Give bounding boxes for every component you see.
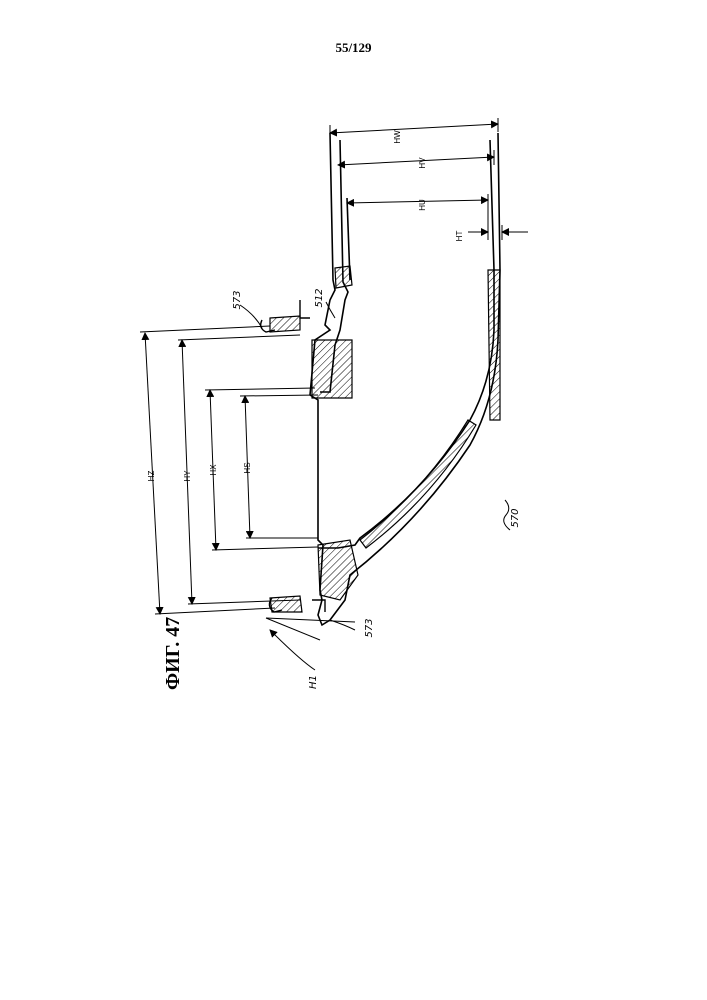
leader-lines [240, 302, 510, 630]
label-hv: HV [418, 157, 427, 169]
dimension-lines-left [140, 326, 318, 614]
ref-573-bottom: 573 [364, 618, 375, 637]
label-hw: HW [393, 130, 402, 144]
label-ht: HT [455, 231, 464, 242]
label-hz: HZ [147, 471, 156, 482]
label-hu: HU [418, 199, 427, 211]
ref-512: 512 [314, 288, 325, 307]
label-hx: HX [209, 464, 218, 476]
ref-573-top: 573 [232, 290, 243, 309]
angle-h1 [266, 618, 355, 670]
label-hy: HY [183, 470, 192, 482]
label-hs: HS [243, 462, 252, 473]
label-h1: H1 [308, 675, 319, 689]
ref-570: 570 [510, 508, 521, 527]
